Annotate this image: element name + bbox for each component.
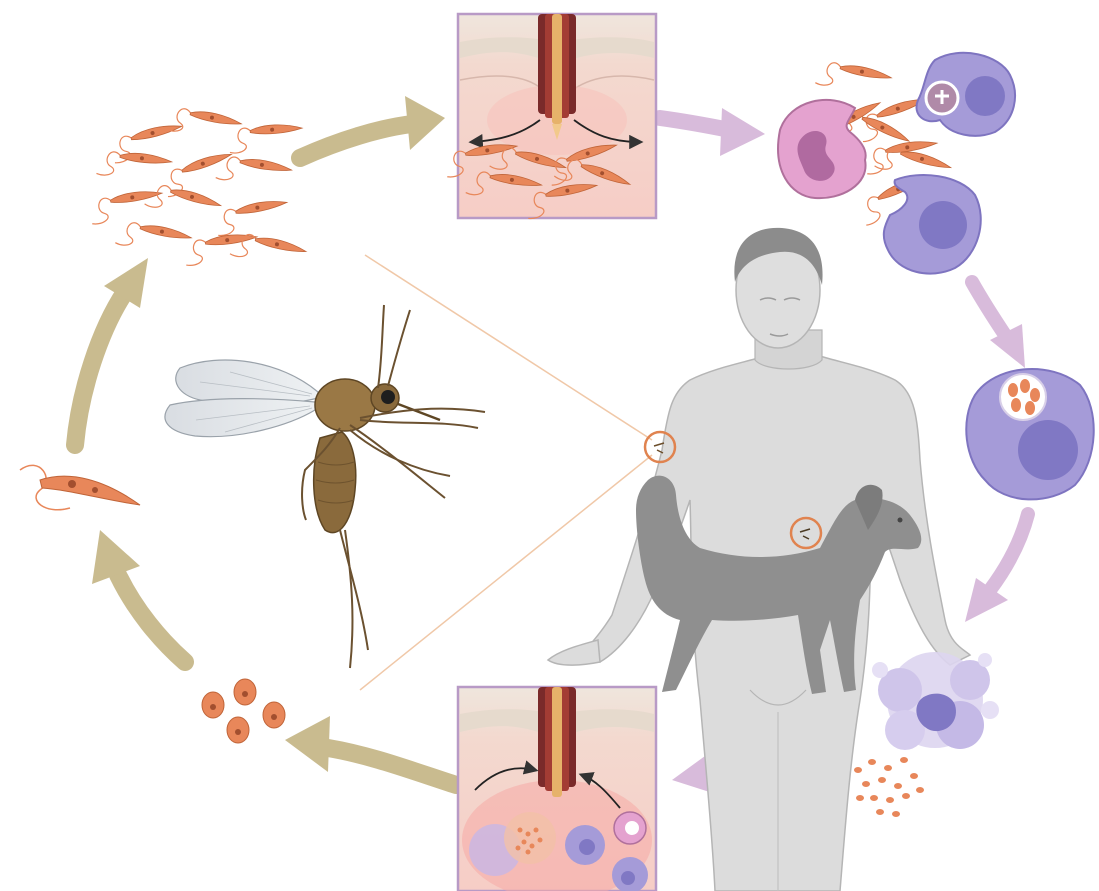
promastigote-icon — [228, 122, 304, 153]
promastigote-icon — [115, 219, 192, 256]
promastigote-icon — [144, 181, 222, 224]
amastigote-icon — [854, 767, 862, 773]
promastigote-icon — [88, 188, 165, 225]
amastigote-icon — [876, 809, 884, 815]
neutrophil-icon — [778, 100, 866, 198]
promastigote-icon — [165, 105, 242, 142]
arrow-bottom — [328, 748, 456, 785]
sandfly-icon — [165, 305, 485, 668]
promastigote-icon — [96, 150, 172, 181]
amastigote-icon — [878, 777, 886, 783]
amastigote-icon — [862, 781, 870, 787]
promastigote-icon — [213, 197, 291, 237]
arrow-head — [405, 96, 445, 150]
proboscis-icon — [538, 687, 576, 797]
skin-panel-bottom — [458, 687, 656, 891]
amastigote-icon — [868, 759, 876, 765]
amastigote-icon — [900, 757, 908, 763]
amastigote-icon — [916, 787, 924, 793]
skin-panel-top — [458, 14, 656, 218]
arrow-left-lower — [118, 575, 185, 662]
macrophage-icon — [966, 369, 1093, 499]
amastigote-icon — [892, 811, 900, 817]
promastigote-icon — [183, 231, 260, 266]
ruptured-macrophage — [872, 652, 999, 750]
promastigote-icon — [216, 154, 293, 189]
amastigote-icon — [870, 795, 878, 801]
arrow-to-top-skin — [300, 124, 412, 158]
macrophage-icon — [917, 53, 1015, 136]
promastigote-icon — [815, 59, 892, 96]
promastigote-icon — [20, 465, 140, 509]
amastigote-icon — [902, 793, 910, 799]
released-amastigotes — [854, 757, 924, 817]
amastigote-icon — [856, 795, 864, 801]
amastigote-icon — [884, 765, 892, 771]
amastigote-icon — [894, 783, 902, 789]
arrow-left-upper — [75, 292, 125, 445]
amastigote-icon — [910, 773, 918, 779]
arrow-head — [285, 716, 330, 772]
amastigote-icon — [202, 679, 285, 743]
amastigote-icon — [886, 797, 894, 803]
